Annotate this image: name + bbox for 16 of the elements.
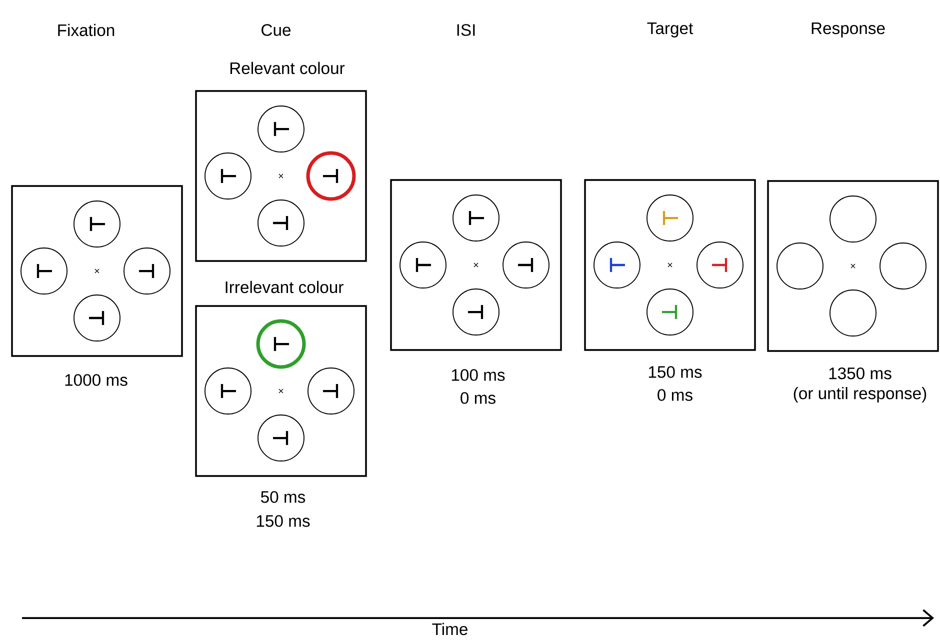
axis-label: Time (432, 622, 468, 636)
duration-text: 0 ms (658, 389, 692, 401)
duration-text: 150 ms (648, 366, 702, 378)
duration-text: 150 ms (256, 515, 310, 527)
duration-text: 50 ms (260, 491, 306, 503)
heading: Irrelevant colour (226, 280, 344, 294)
column-heading: Response (812, 22, 885, 38)
column-heading: ISI (457, 24, 475, 36)
duration-text: 1000 ms (65, 374, 128, 386)
column-heading: Fixation (58, 24, 114, 36)
duration-text: 0 ms (460, 392, 496, 404)
duration-text: 1350 ms (or until response) (794, 367, 926, 403)
heading: Relevant colour (230, 62, 345, 74)
column-heading: Cue (262, 24, 291, 36)
column-heading: Target (647, 22, 694, 38)
duration-text: 100 ms (452, 369, 505, 381)
